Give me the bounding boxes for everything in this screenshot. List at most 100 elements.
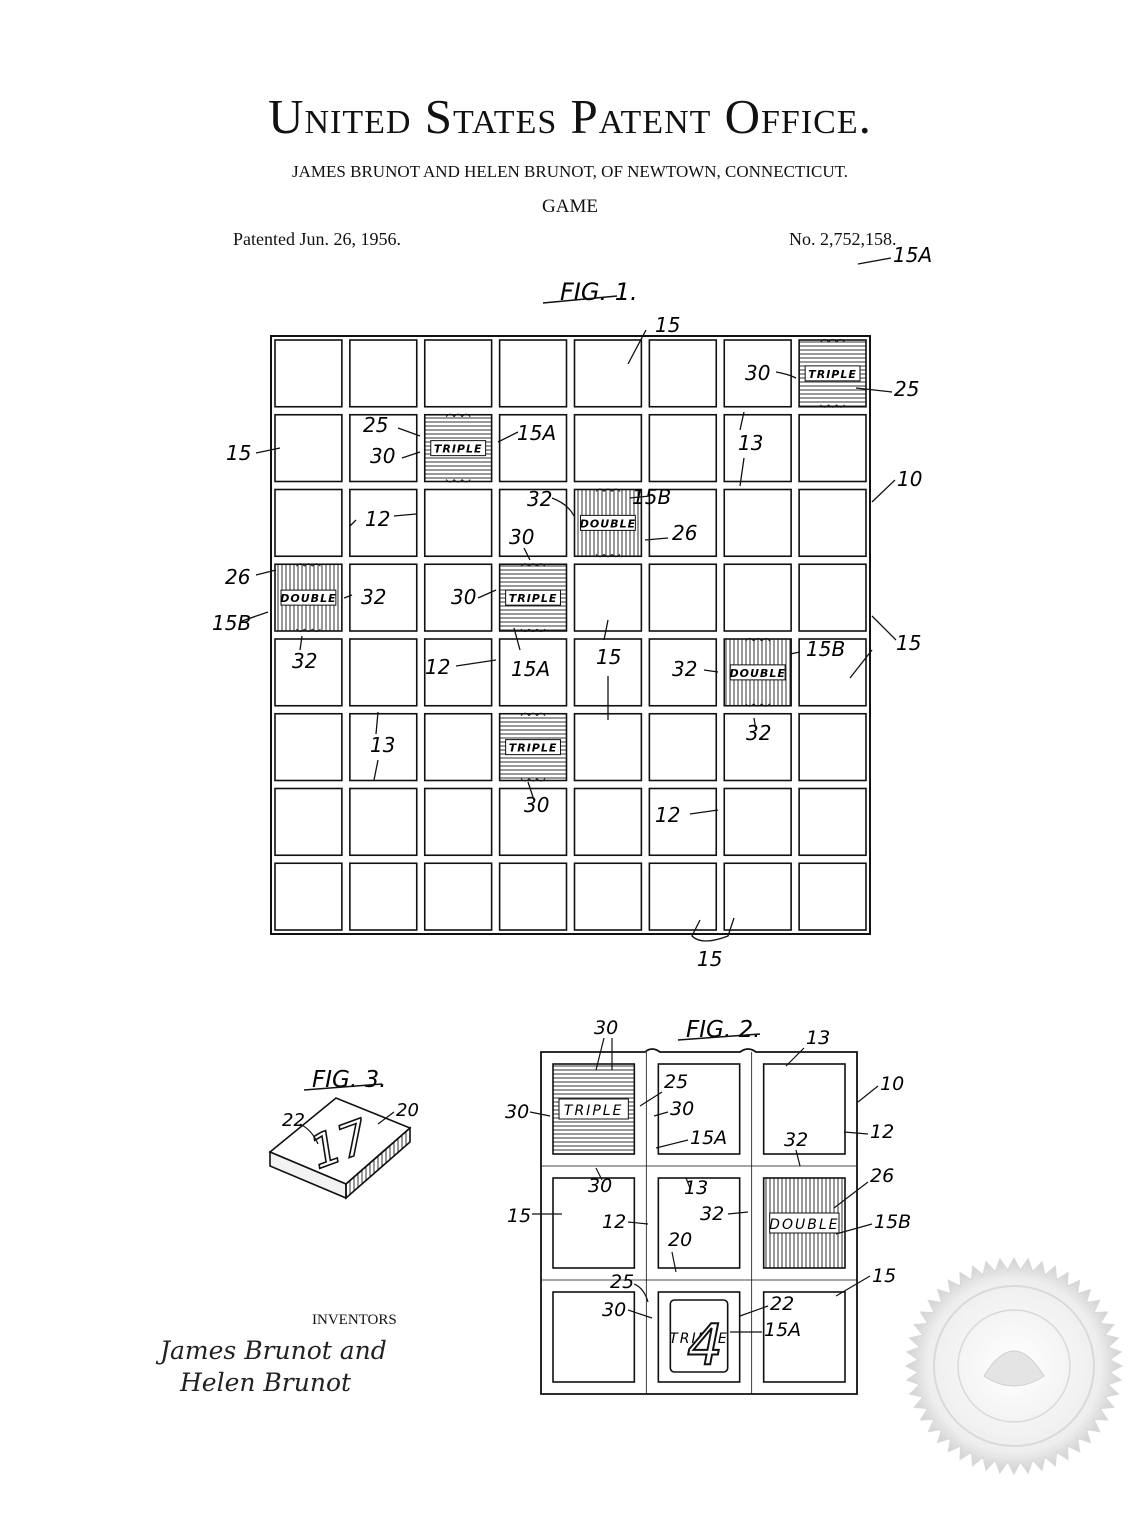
leader-line — [299, 635, 303, 651]
reference-numeral: 25 — [610, 1271, 634, 1293]
board-square — [274, 862, 343, 931]
leader-line — [775, 371, 797, 379]
letter-tile-outline — [669, 1299, 729, 1373]
board-square — [657, 1063, 741, 1155]
reference-numeral: 32 — [700, 1203, 724, 1225]
board-square — [349, 862, 418, 931]
board-square — [573, 862, 643, 931]
board-square — [648, 712, 718, 782]
leader-line — [703, 669, 719, 673]
leader-line — [843, 1131, 869, 1135]
board-square — [762, 1063, 846, 1155]
board-square — [723, 712, 792, 782]
ridge-mark — [528, 628, 538, 632]
board-square — [573, 638, 643, 707]
board-square — [798, 488, 867, 558]
reference-numeral: 12 — [655, 803, 680, 827]
leader-line — [629, 495, 651, 499]
board-square — [648, 787, 718, 857]
reference-numeral: 25 — [894, 377, 919, 401]
leader-line — [377, 1111, 395, 1125]
leader-line — [849, 615, 897, 679]
leader-line — [477, 589, 497, 599]
leader-line — [655, 1139, 689, 1149]
ridge-mark — [520, 628, 530, 632]
board-square — [498, 339, 568, 408]
ridge-mark — [595, 488, 605, 492]
premium-square-label: DOUBLE — [730, 667, 786, 680]
ridge-mark — [761, 638, 771, 642]
reference-numeral: 32 — [361, 585, 386, 609]
figure-1-labels: FIG. 1. — [542, 278, 638, 306]
board-square — [349, 339, 418, 408]
board-square — [498, 638, 568, 707]
board-square-tile — [657, 1291, 741, 1383]
figure-label-underline — [542, 295, 618, 304]
board-square — [349, 488, 418, 558]
signature-line-2: Helen Brunot — [180, 1368, 352, 1397]
reference-numeral: 13 — [738, 431, 763, 455]
reference-numeral: 15 — [896, 631, 921, 655]
ridge-mark — [528, 712, 538, 717]
reference-numeral: 15 — [872, 1265, 896, 1287]
premium-label-band — [729, 664, 786, 681]
reference-numeral: 30 — [602, 1299, 626, 1321]
leader-line — [551, 497, 575, 517]
reference-numeral: 13 — [684, 1177, 708, 1199]
patent-number: No. 2,752,158. — [789, 229, 897, 249]
premium-square-label: DOUBLE — [580, 517, 636, 530]
reference-numeral: 15A — [511, 657, 550, 681]
ridge-mark — [536, 778, 546, 782]
leader-line — [689, 809, 719, 815]
ridge-mark — [828, 404, 837, 408]
board-square — [423, 339, 493, 408]
reference-numeral: 30 — [594, 1017, 618, 1039]
figure-3-letter-tile: FIG. 3. 17 22 20 — [268, 1067, 419, 1200]
leader-line — [241, 611, 269, 622]
ridge-mark — [828, 339, 837, 343]
premium-label-band — [804, 365, 861, 382]
reference-numeral: 15A — [893, 243, 932, 267]
reference-numeral: 12 — [425, 655, 450, 679]
tile-front-face — [345, 1126, 411, 1200]
reference-numeral: 30 — [524, 793, 549, 817]
board-square — [349, 563, 418, 632]
reference-numeral: 13 — [806, 1027, 830, 1049]
figure-label-underline — [677, 1033, 761, 1041]
ridge-mark — [536, 712, 546, 717]
board-square — [274, 638, 343, 707]
reference-numeral: 32 — [527, 487, 552, 511]
board-square — [573, 563, 643, 632]
reference-numeral: 15 — [596, 645, 621, 669]
ridge-mark — [536, 628, 546, 632]
reference-numeral: 15 — [226, 441, 251, 465]
ridge-mark — [611, 488, 621, 492]
ridge-mark — [520, 563, 530, 567]
leader-line — [639, 1091, 663, 1107]
board-square — [349, 638, 418, 707]
tile-number: 4 — [687, 1313, 723, 1378]
leader-line — [523, 547, 531, 561]
board-square — [723, 563, 792, 632]
ridge-mark — [296, 563, 305, 567]
board-square — [573, 413, 643, 483]
reference-numeral: 15 — [697, 947, 722, 971]
reference-numeral: 30 — [509, 525, 534, 549]
leader-line — [653, 1111, 669, 1117]
leader-line — [397, 427, 421, 437]
board-square — [648, 488, 718, 558]
reference-numeral: 15A — [764, 1319, 801, 1341]
board-square — [349, 787, 418, 857]
ridge-mark — [304, 628, 313, 632]
leader-line — [373, 711, 379, 781]
figure-2-labels: FIG. 2. — [677, 1017, 761, 1043]
board-square — [573, 339, 643, 408]
reference-numeral: 32 — [746, 721, 771, 745]
premium-label-band — [769, 1212, 840, 1234]
seal-inner-ring — [957, 1309, 1071, 1423]
seal-ring — [933, 1285, 1095, 1447]
reference-numeral: 20 — [668, 1229, 692, 1251]
board-square — [798, 862, 867, 931]
